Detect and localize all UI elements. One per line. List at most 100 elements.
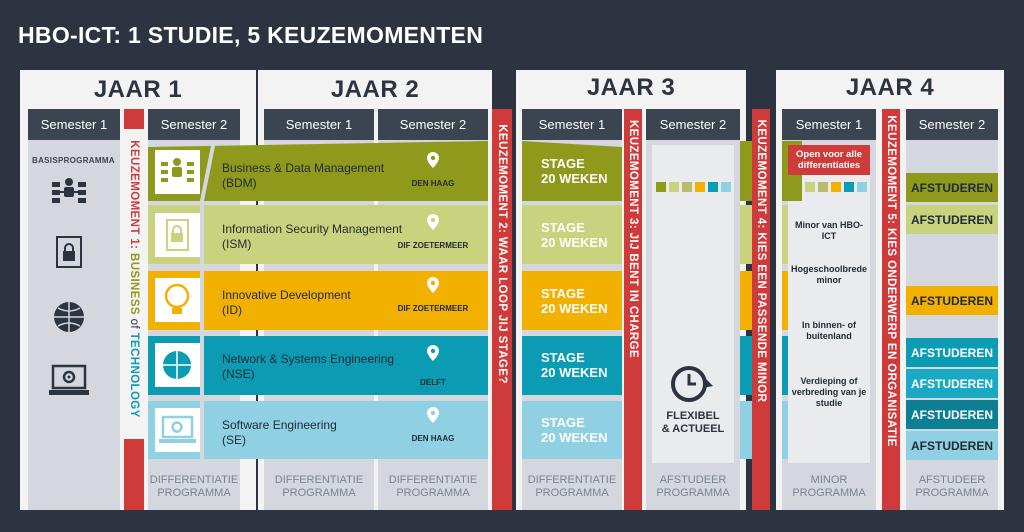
swatch-se xyxy=(857,182,867,192)
swatch-ism xyxy=(669,182,679,192)
swatch-ism xyxy=(805,182,815,192)
footer-y4s1: MINOR PROGRAMMA xyxy=(792,474,866,499)
keuzemoment-5-label: KEUZEMOMENT 5: KIES ONDERWERP EN ORGANIS… xyxy=(885,115,897,447)
location-pin-icon xyxy=(427,152,439,168)
keuzemoment-4-bar: KEUZEMOMENT 4: KIES EEN PASSENDE MINOR xyxy=(752,109,770,510)
city-id: DIF ZOETERMEER xyxy=(397,304,469,313)
footer-y2s1: DIFFERENTIATIE PROGRAMMA xyxy=(274,474,364,499)
afstuderen-nse-1: AFSTUDEREN xyxy=(906,338,998,367)
stage-band-ism xyxy=(522,205,622,264)
semester-header-y4s2: Semester 2 xyxy=(906,109,998,140)
bdm-icon-box xyxy=(155,150,200,194)
strip-nse-2 xyxy=(782,336,788,395)
location-pin-icon xyxy=(427,214,439,230)
location-pin-icon xyxy=(427,407,439,423)
city-ism: DIF ZOETERMEER xyxy=(397,241,469,250)
keuzemoment-2-bar: KEUZEMOMENT 2: WAAR LOOP JIJ STAGE? xyxy=(492,109,512,510)
laptop-gear-icon xyxy=(49,364,89,395)
semester-header-y1s2: Semester 2 xyxy=(148,109,240,140)
keuzemoment-1-label: KEUZEMOMENT 1: BUSINESS of TECHNOLOGY xyxy=(128,140,140,418)
org-chart-icon xyxy=(52,178,86,203)
band-bdm xyxy=(148,141,488,201)
city-nse: DELFT xyxy=(420,378,446,387)
lock-icon xyxy=(56,236,82,268)
lightbulb-icon xyxy=(164,283,190,314)
year-1-heading: JAAR 1 xyxy=(93,76,183,103)
lock-icon xyxy=(166,219,189,251)
footer-y2s2: DIFFERENTIATIE PROGRAMMA xyxy=(388,474,478,499)
minor-item: Minor van HBO-ICT xyxy=(794,220,863,241)
keuzemoment-4-label: KEUZEMOMENT 4: KIES EEN PASSENDE MINOR xyxy=(755,119,767,403)
minor-item: Hogeschoolbrede minor xyxy=(790,264,867,285)
strip-id-2 xyxy=(782,271,788,330)
swatch-id xyxy=(695,182,705,192)
swatch-se xyxy=(721,182,731,192)
globe-icon xyxy=(54,302,84,332)
location-pin-icon xyxy=(427,277,439,293)
ism-icon-box xyxy=(155,213,200,257)
city-bdm: DEN HAAG xyxy=(411,179,455,188)
location-pin-icon xyxy=(427,345,439,361)
city-se: DEN HAAG xyxy=(411,434,455,443)
org-chart-icon xyxy=(161,158,194,182)
afstuderen-id: AFSTUDEREN xyxy=(906,286,998,315)
strip-ism-2 xyxy=(782,205,788,264)
footer-y3s1: DIFFERENTIATIE PROGRAMMA xyxy=(527,474,617,499)
keuzemoment-3-label: KEUZEMOMENT 3: JIJ BENT IN CHARGE xyxy=(627,119,639,359)
nse-icon-box xyxy=(155,343,200,387)
semester-header-y1s1: Semester 1 xyxy=(28,109,120,140)
semester-header-y4s1: Semester 1 xyxy=(782,109,876,140)
program-nse: Network & Systems Engineering(NSE) xyxy=(222,352,395,381)
swatch-extra xyxy=(818,182,828,192)
stage-band-id xyxy=(522,271,622,330)
minor-item: Verdieping of verbreding van je studie xyxy=(791,376,867,408)
footer-y4s2: AFSTUDEER PROGRAMMA xyxy=(915,474,989,499)
semester-header-y3s2: Semester 2 xyxy=(646,109,740,140)
program-id: Innovative Development(ID) xyxy=(222,288,351,317)
stage-band-se xyxy=(522,401,622,459)
color-squares-y4 xyxy=(792,182,867,192)
swatch-id xyxy=(831,182,841,192)
footer-y3s2: AFSTUDEER PROGRAMMA xyxy=(656,474,730,499)
year-2-heading: JAAR 2 xyxy=(330,76,420,103)
swatch-bdm xyxy=(792,182,802,192)
footer-y1s2: DIFFERENTIATIE PROGRAMMA xyxy=(149,474,239,499)
year-4-heading: JAAR 4 xyxy=(845,74,935,101)
stage-band-nse xyxy=(522,336,622,395)
strip-se-2 xyxy=(782,401,788,459)
afstuderen-se-2: AFSTUDEREN xyxy=(906,431,998,460)
swatch-bdm xyxy=(656,182,666,192)
swatch-extra xyxy=(682,182,692,192)
band-separator xyxy=(200,141,216,461)
refresh-clock-icon xyxy=(671,366,713,402)
keuzemoment-3-bar: KEUZEMOMENT 3: JIJ BENT IN CHARGE xyxy=(624,109,642,510)
program-bdm: Business & Data Management(BDM) xyxy=(222,161,385,190)
globe-icon xyxy=(163,351,191,379)
keuzemoment-5-bar: KEUZEMOMENT 5: KIES ONDERWERP EN ORGANIS… xyxy=(882,109,900,510)
swatch-nse xyxy=(708,182,718,192)
afstuderen-ism: AFSTUDEREN xyxy=(906,205,998,234)
afstuderen-se-1: AFSTUDEREN xyxy=(906,400,998,429)
afstuderen-nse-2: AFSTUDEREN xyxy=(906,369,998,398)
keuzemoment-2-label: KEUZEMOMENT 2: WAAR LOOP JIJ STAGE? xyxy=(496,124,508,384)
color-squares-y3 xyxy=(656,182,731,192)
stage-band-bdm xyxy=(522,141,622,201)
id-icon-box xyxy=(155,278,200,322)
page-title: HBO-ICT: 1 STUDIE, 5 KEUZEMOMENTEN xyxy=(18,22,484,48)
program-se: Software Engineering(SE) xyxy=(222,418,337,447)
minor-open-badge: Open voor alle differentiaties xyxy=(788,145,870,175)
semester-header-y2s1: Semester 1 xyxy=(264,109,374,140)
basis-label: BASISPROGRAMMA xyxy=(32,156,115,165)
flex-label: FLEXIBEL& ACTUEEL xyxy=(661,410,725,435)
semester-header-y3s1: Semester 1 xyxy=(522,109,622,140)
program-ism: Information Security Management(ISM) xyxy=(222,222,403,251)
year-3-heading: JAAR 3 xyxy=(586,74,676,101)
afstuderen-bdm: AFSTUDEREN xyxy=(906,173,998,202)
laptop-gear-icon xyxy=(159,415,196,443)
semester-header-y2s2: Semester 2 xyxy=(378,109,488,140)
